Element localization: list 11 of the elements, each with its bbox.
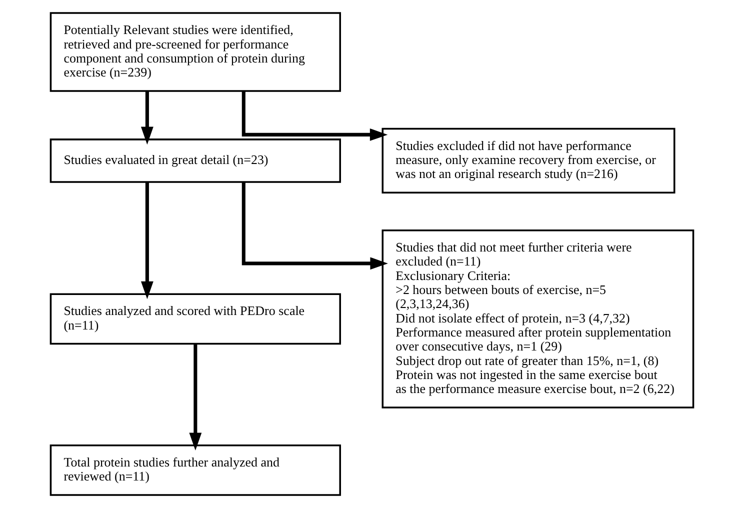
node-box: Studies that did not meet further criteria were excluded (n=11) Exclusionary Criteria: >2 hours between bouts of exercise, n=5 (2,3,13,24,36) Did not isolate effect of protein, n=3 (4,7,32) Performance measured after protein supplementation over consecutive days, n=1 (29) Subject drop out rate of greater than 15%, n=1, (8) Protein was not ingested in the same exercise bout as the performance measure exercise bout, n=2 (6,22)	[381, 230, 694, 408]
arrow	[188, 344, 202, 451]
node-box: Studies analyzed and scored with PEDro scale (n=11)	[49, 293, 340, 345]
arrow	[140, 91, 153, 145]
arrow	[140, 182, 153, 300]
arrow	[241, 91, 388, 141]
node-box: Total protein studies further analyzed and reviewed (n=11)	[49, 444, 340, 496]
node-box: Studies evaluated in great detail (n=23)	[49, 138, 340, 183]
node-box: Studies excluded if did not have performance measure, only examine recovery from exercise, or was not an original research study (n=216)	[381, 128, 675, 194]
node-box: Potentially Relevant studies were identified, retrieved and pre-screened for performance component and consumption of protein during exercise (n=239)	[49, 12, 340, 92]
arrow	[241, 182, 388, 270]
